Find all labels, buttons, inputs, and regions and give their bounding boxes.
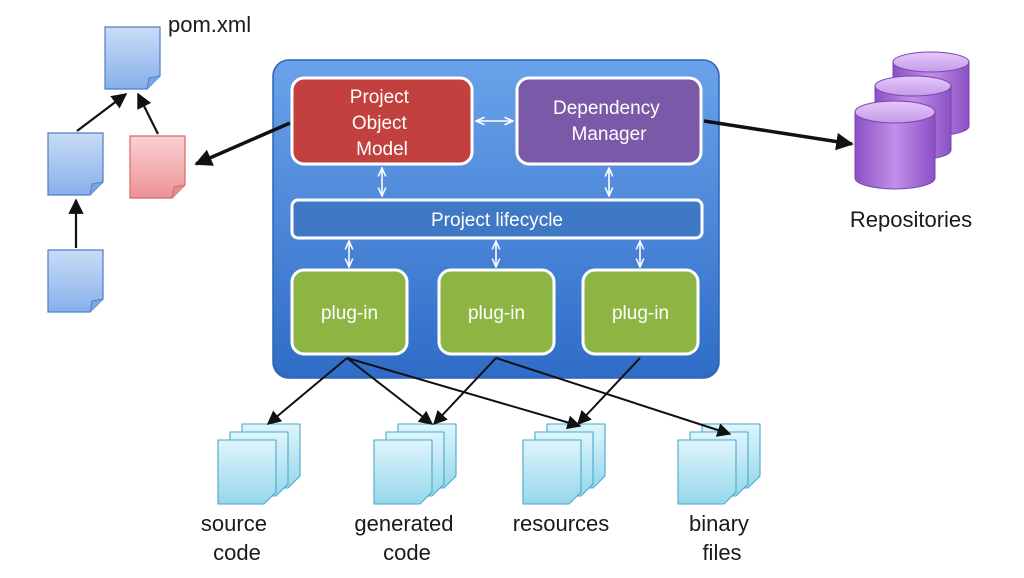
tree-arrow-effective <box>137 92 159 135</box>
generated-code-documents-icon <box>373 423 457 505</box>
project-lifecycle-label: Project lifecycle <box>431 210 563 231</box>
plugin-label-2: plug-in <box>468 303 525 324</box>
dependency-manager-line-1: Dependency <box>553 98 660 119</box>
pom-to-tree-arrow <box>194 121 291 166</box>
binary-files-label: binary files <box>689 511 755 565</box>
pom-xml-label: pom.xml <box>168 12 251 37</box>
binary-files-label-line-2: files <box>702 540 741 565</box>
generated-code-label: generated code <box>354 511 459 565</box>
pom-child-document-icon <box>47 249 104 313</box>
plugin2-to-generated-arrow <box>433 357 497 426</box>
source-code-documents-icon <box>217 423 301 505</box>
binary-files-documents-icon <box>677 423 761 505</box>
plugin-output-arrows <box>266 357 732 437</box>
pom-effective-document-icon <box>129 135 186 199</box>
binary-files-label-line-1: binary <box>689 511 749 536</box>
pom-model-line-2: Object <box>352 113 408 134</box>
repositories-label: Repositories <box>850 207 972 232</box>
pom-model-line-3: Model <box>356 139 408 160</box>
resources-label-line-1: resources <box>513 511 610 536</box>
resources-label: resources <box>513 511 610 536</box>
dependency-manager-line-2: Manager <box>572 124 648 145</box>
plugin2-to-binary-arrow <box>495 357 732 437</box>
generated-code-label-line-2: code <box>383 540 431 565</box>
plugin3-to-resources-arrow <box>577 357 641 426</box>
source-code-label: source code <box>201 511 273 565</box>
svg-text:Dependency Manager: Dependency Manager <box>553 98 665 145</box>
pom-root-document-icon <box>104 26 161 90</box>
plugin-label-1: plug-in <box>321 303 378 324</box>
project-lifecycle-bar: Project lifecycle <box>290 198 704 240</box>
tree-arrow-parent <box>76 93 128 132</box>
source-code-label-line-2: code <box>213 540 261 565</box>
generated-code-label-line-1: generated <box>354 511 453 536</box>
resources-documents-icon <box>522 423 606 505</box>
pom-model-line-1: Project <box>350 87 410 108</box>
repository-database-icon <box>854 51 970 190</box>
dependency-manager-box: Dependency Manager <box>515 76 703 166</box>
plugin-box-1: plug-in <box>290 268 409 356</box>
pom-model-box: Project Object Model <box>290 76 474 166</box>
dep-to-repos-arrow <box>703 119 854 151</box>
plugin1-to-generated-arrow <box>346 357 434 425</box>
pom-parent-document-icon <box>47 132 104 196</box>
plugin-label-3: plug-in <box>612 303 669 324</box>
internal-arrows <box>349 121 640 267</box>
pom-tree: pom.xml <box>47 12 251 313</box>
source-code-label-line-1: source <box>201 511 267 536</box>
svg-text:Project Object Mod: Project Object Model <box>350 87 414 160</box>
plugin-box-3: plug-in <box>581 268 700 356</box>
plugin-box-2: plug-in <box>437 268 556 356</box>
plugin1-to-source-arrow <box>266 357 348 425</box>
